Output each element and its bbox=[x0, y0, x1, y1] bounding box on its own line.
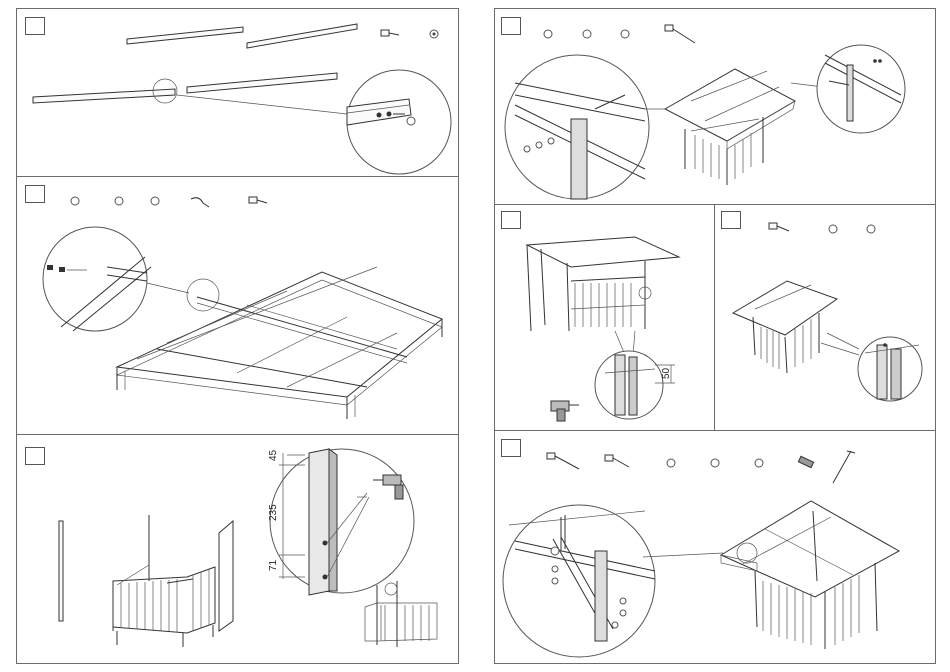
nut-icon bbox=[667, 459, 675, 467]
beam-bar bbox=[33, 89, 175, 103]
step-panel-roof-frame bbox=[16, 176, 459, 436]
nut-icon bbox=[829, 225, 837, 233]
awning-illustration bbox=[495, 431, 935, 663]
fence-wall-assembly bbox=[113, 515, 233, 647]
dimension-middle: 235 bbox=[268, 504, 279, 521]
roof-frame bbox=[117, 267, 442, 419]
nut-icon bbox=[430, 30, 438, 38]
hardware-row bbox=[544, 25, 695, 43]
kiosk-with-awning bbox=[721, 501, 899, 649]
beam-bar bbox=[187, 73, 337, 93]
hardware-row bbox=[71, 197, 267, 207]
step-panel-door-fitting: 50 bbox=[494, 204, 716, 432]
corner-post bbox=[59, 521, 63, 621]
step-panel-corner-joints bbox=[714, 204, 936, 432]
bolt-icon bbox=[605, 455, 613, 461]
dimension-door: 50 bbox=[661, 367, 672, 379]
beam-parts-illustration bbox=[17, 9, 458, 177]
bracket-icon bbox=[191, 198, 209, 207]
bolt-icon bbox=[769, 223, 777, 229]
wall-assembly-illustration: 45 235 71 bbox=[17, 435, 458, 663]
nut-icon bbox=[71, 197, 79, 205]
corner-joint-illustration bbox=[715, 205, 935, 431]
beam-bar bbox=[127, 27, 243, 44]
hardware-row bbox=[547, 451, 855, 483]
strut-icon bbox=[833, 451, 851, 483]
roof-mounting-illustration bbox=[495, 9, 935, 205]
fence-corner-thumbnail bbox=[365, 581, 437, 647]
washer-icon bbox=[115, 197, 123, 205]
step-panel-beams bbox=[16, 8, 459, 178]
detail-marker-circle bbox=[187, 279, 219, 311]
bolt-icon bbox=[665, 25, 673, 31]
washer-icon bbox=[151, 197, 159, 205]
step-panel-awning bbox=[494, 430, 936, 664]
dimension-upper: 45 bbox=[268, 449, 279, 461]
roof-frame-illustration bbox=[17, 177, 458, 435]
step-panel-wall-assembly: 45 235 71 bbox=[16, 434, 459, 664]
detail-zoom-circle bbox=[858, 337, 922, 401]
step-panel-roof-mounting bbox=[494, 8, 936, 206]
kiosk-assembled bbox=[733, 281, 859, 373]
washer-icon bbox=[621, 30, 629, 38]
washer-icon bbox=[867, 225, 875, 233]
kiosk-open-front bbox=[527, 237, 679, 355]
nut-icon bbox=[544, 30, 552, 38]
washer-icon bbox=[583, 30, 591, 38]
kiosk-with-roof bbox=[665, 69, 795, 185]
bolt-icon bbox=[547, 453, 555, 459]
hardware-row bbox=[769, 223, 875, 233]
bracket-icon bbox=[798, 456, 813, 467]
washer-icon bbox=[711, 459, 719, 467]
detail-zoom-circle bbox=[270, 449, 414, 593]
bolt-icon bbox=[249, 197, 257, 203]
bolt-icon bbox=[381, 30, 399, 36]
dimension-lower: 71 bbox=[268, 559, 279, 571]
washer-icon bbox=[755, 459, 763, 467]
drill-icon bbox=[551, 401, 579, 421]
beam-bar bbox=[247, 24, 357, 48]
detail-zoom-circle bbox=[503, 505, 655, 657]
door-fitting-illustration: 50 bbox=[495, 205, 715, 431]
